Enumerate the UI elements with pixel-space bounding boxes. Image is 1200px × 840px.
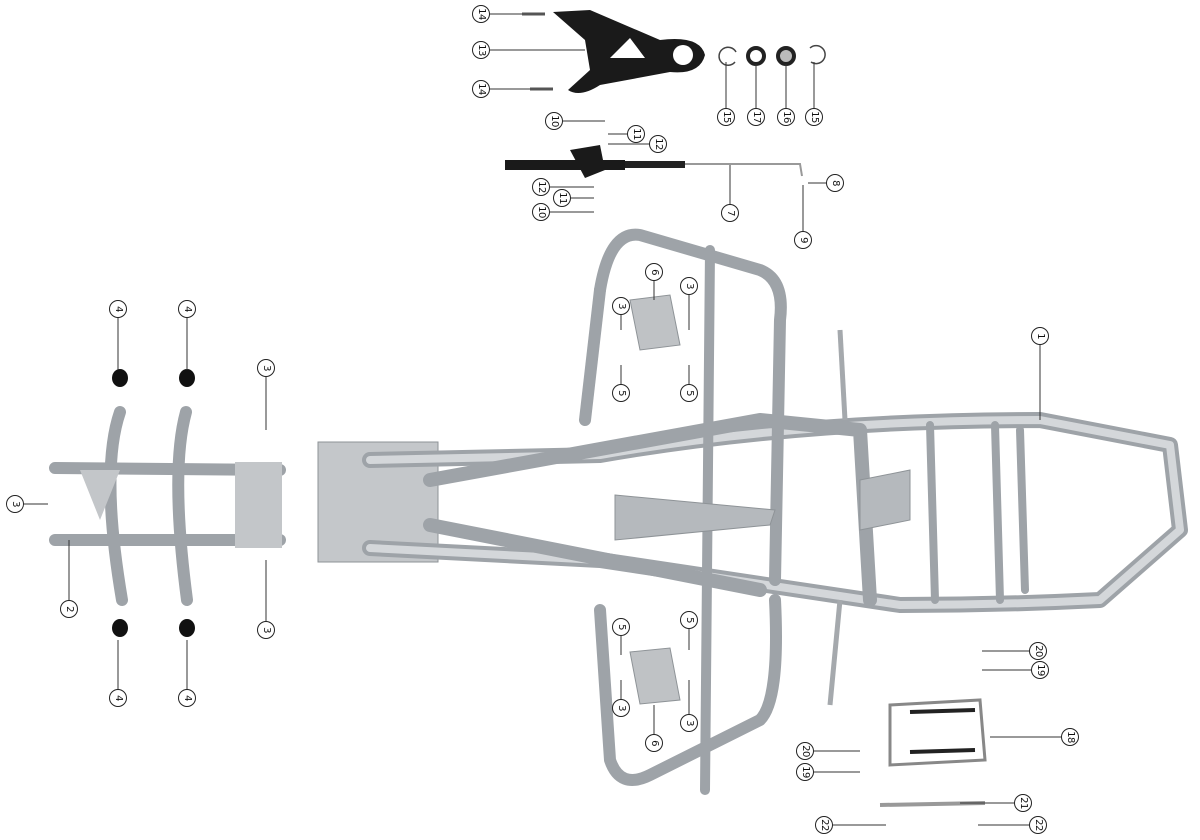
callout-11: 11 <box>553 189 571 207</box>
battery-holder <box>879 698 987 807</box>
callout-10: 10 <box>532 203 550 221</box>
callout-3: 3 <box>6 495 24 513</box>
callout-12: 12 <box>532 178 550 196</box>
callout-8: 8 <box>826 174 844 192</box>
front-bracket <box>49 369 286 637</box>
callout-5: 5 <box>612 618 630 636</box>
brake-master-cylinder <box>505 145 803 178</box>
callout-3: 3 <box>257 621 275 639</box>
callout-13: 13 <box>472 41 490 59</box>
callout-9: 9 <box>794 231 812 249</box>
callout-1: 1 <box>1031 327 1049 345</box>
callout-4: 4 <box>109 300 127 318</box>
callout-20: 20 <box>1029 642 1047 660</box>
callout-5: 5 <box>680 384 698 402</box>
callout-12: 12 <box>649 135 667 153</box>
callout-3: 3 <box>612 699 630 717</box>
callout-16: 16 <box>777 108 795 126</box>
callout-17: 17 <box>747 108 765 126</box>
callout-19: 19 <box>796 763 814 781</box>
callout-3: 3 <box>257 359 275 377</box>
callout-2: 2 <box>60 600 78 618</box>
callout-3: 3 <box>612 297 630 315</box>
callout-19: 19 <box>1031 661 1049 679</box>
callout-4: 4 <box>178 300 196 318</box>
callout-20: 20 <box>796 742 814 760</box>
callout-5: 5 <box>680 611 698 629</box>
callout-3: 3 <box>680 277 698 295</box>
callout-15: 15 <box>717 108 735 126</box>
callout-22: 22 <box>1029 816 1047 834</box>
callout-6: 6 <box>645 734 663 752</box>
leader-lines <box>24 13 1061 826</box>
callout-21: 21 <box>1014 794 1032 812</box>
callout-6: 6 <box>645 263 663 281</box>
callout-15: 15 <box>805 108 823 126</box>
callout-4: 4 <box>178 689 196 707</box>
callout-10: 10 <box>545 112 563 130</box>
callout-22: 22 <box>815 816 833 834</box>
callout-4: 4 <box>109 689 127 707</box>
callout-7: 7 <box>721 204 739 222</box>
callout-14: 14 <box>472 5 490 23</box>
callout-3: 3 <box>680 714 698 732</box>
callout-5: 5 <box>612 384 630 402</box>
callout-14: 14 <box>472 80 490 98</box>
callout-11: 11 <box>627 125 645 143</box>
bearings-and-clips <box>718 44 826 66</box>
callout-18: 18 <box>1061 728 1079 746</box>
main-frame <box>317 228 1188 795</box>
caliper-bracket <box>522 10 705 94</box>
